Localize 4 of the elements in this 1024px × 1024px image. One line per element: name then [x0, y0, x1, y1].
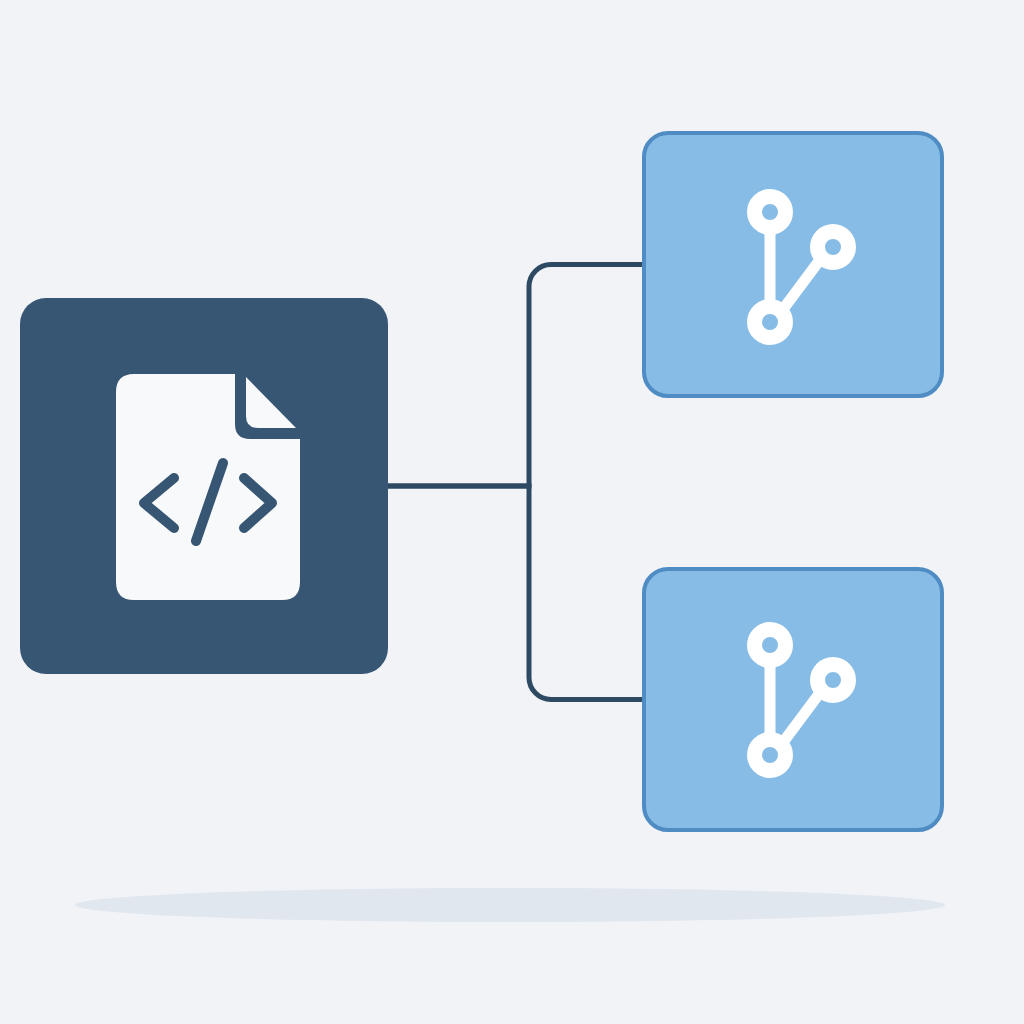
- branch-node: [642, 131, 944, 398]
- connector-line: [388, 483, 642, 702]
- branch-node: [642, 567, 944, 832]
- source-node: [20, 298, 388, 674]
